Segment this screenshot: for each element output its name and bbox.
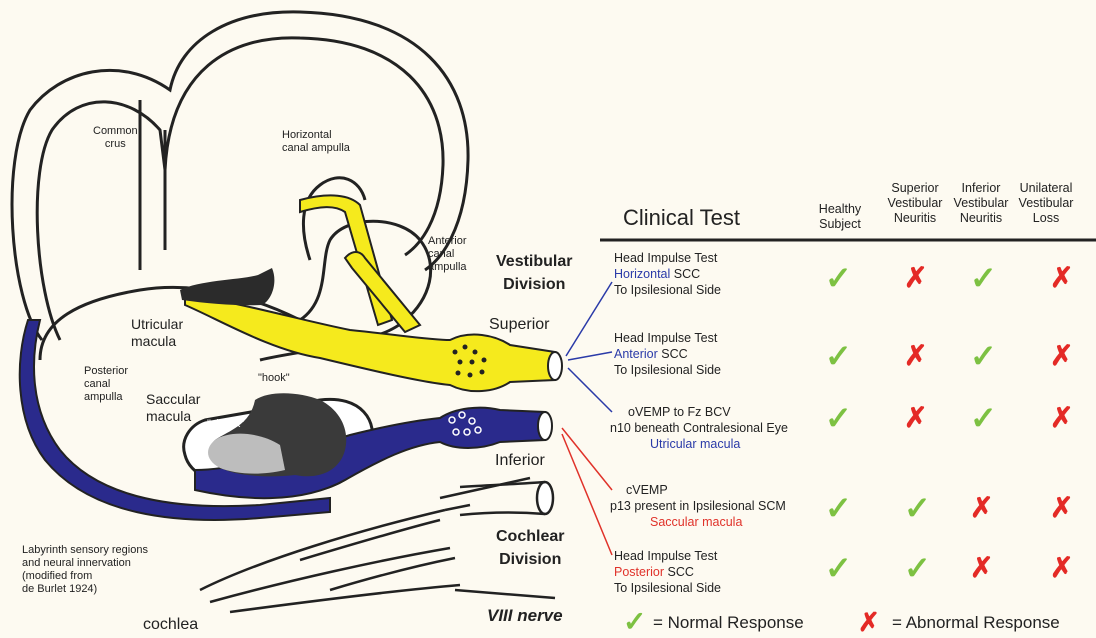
label-shank: "shank": [207, 418, 244, 431]
cross-icon: ✗: [970, 552, 993, 584]
cross-icon: ✗: [1050, 262, 1073, 294]
cochlear-nerve: [460, 482, 545, 515]
test-row-anterior: Head Impulse Test Anterior SCC To Ipsile…: [614, 330, 854, 378]
legend-cross-icon: ✗: [858, 606, 880, 638]
check-icon: ✓: [825, 492, 852, 524]
check-icon: ✓: [904, 552, 931, 584]
legend-normal: = Normal Response: [653, 613, 804, 633]
test-row-ovemp: oVEMP to Fz BCV n10 beneath Contralesion…: [610, 404, 850, 452]
inferior-nerve-end: [538, 412, 552, 440]
cross-icon: ✗: [1050, 552, 1073, 584]
label-viii-nerve: VIII nerve: [487, 606, 563, 626]
check-icon: ✓: [825, 402, 852, 434]
check-icon: ✓: [970, 402, 997, 434]
legend-check-icon: ✓: [623, 606, 646, 638]
cross-icon: ✗: [904, 262, 927, 294]
utricular-macula: [180, 268, 274, 305]
check-icon: ✓: [970, 262, 997, 294]
cochlear-nerve-end: [537, 482, 553, 514]
label-cochlea: cochlea: [143, 616, 198, 634]
cross-icon: ✗: [1050, 340, 1073, 372]
cross-icon: ✗: [1050, 492, 1073, 524]
table-title: Clinical Test: [623, 205, 740, 231]
test-row-cvemp: cVEMP p13 present in Ipsilesional SCM Sa…: [610, 482, 850, 530]
check-icon: ✓: [970, 340, 997, 372]
test-row-posterior: Head Impulse Test Posterior SCC To Ipsil…: [614, 548, 854, 596]
check-icon: ✓: [825, 340, 852, 372]
check-icon: ✓: [904, 492, 931, 524]
cross-icon: ✗: [970, 492, 993, 524]
cross-icon: ✗: [1050, 402, 1073, 434]
check-icon: ✓: [825, 552, 852, 584]
superior-nerve-end: [548, 352, 562, 380]
common-crus: [140, 100, 165, 270]
cross-icon: ✗: [904, 402, 927, 434]
test-row-horizontal: Head Impulse Test Horizontal SCC To Ipsi…: [614, 250, 854, 298]
label-inferior: Inferior: [495, 452, 545, 470]
label-hook: "hook": [258, 372, 290, 385]
connector-lines: [562, 282, 612, 555]
check-icon: ✓: [825, 262, 852, 294]
label-superior: Superior: [489, 316, 549, 334]
legend-abnormal: = Abnormal Response: [892, 613, 1060, 633]
cross-icon: ✗: [904, 340, 927, 372]
